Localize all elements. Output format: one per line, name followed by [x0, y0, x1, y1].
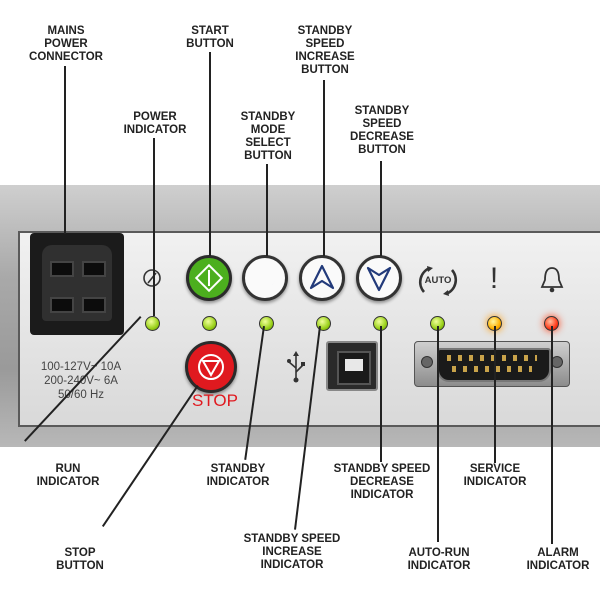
- standby-indicator-led: [259, 316, 274, 331]
- power-indicator-led: [145, 316, 160, 331]
- auto-run-icon: AUTO: [416, 264, 460, 298]
- label-standby-mode-select-button: STANDBY MODE SELECT BUTTON: [240, 111, 296, 162]
- mains-power-socket: [30, 233, 124, 335]
- callout-start-button: [209, 52, 211, 256]
- speed-up-icon: [309, 264, 335, 290]
- label-standby-indicator: STANDBY INDICATOR: [206, 463, 270, 488]
- auto-run-label: AUTO: [424, 275, 452, 286]
- usb-symbol-icon: [287, 351, 305, 383]
- callout-auto-run-indicator: [437, 326, 439, 542]
- label-auto-run-indicator: AUTO-RUN INDICATOR: [407, 547, 471, 572]
- callout-mains-power-connector: [64, 66, 66, 234]
- label-standby-speed-increase-button: STANDBY SPEED INCREASE BUTTON: [295, 25, 355, 76]
- standby-speed-increase-button[interactable]: [299, 255, 345, 301]
- standby-mode-select-button[interactable]: [242, 255, 288, 301]
- label-power-indicator: POWER INDICATOR: [123, 111, 187, 136]
- callout-standby-speed-decrease-button: [380, 161, 382, 256]
- service-exclamation-icon: !: [489, 262, 499, 295]
- power-symbol-icon: [143, 269, 161, 287]
- callout-power-indicator: [153, 138, 155, 316]
- label-standby-speed-decrease-button: STANDBY SPEED DECREASE BUTTON: [350, 105, 414, 156]
- callout-standby-speed-increase-button: [323, 80, 325, 256]
- spec-line-1: 100-127V~ 10A: [40, 361, 122, 373]
- label-run-indicator: RUN INDICATOR: [36, 463, 100, 488]
- alarm-bell-icon: [540, 267, 564, 293]
- usb-port[interactable]: [326, 341, 378, 391]
- callout-standby-mode-select-button: [266, 164, 268, 256]
- callout-alarm-indicator: [551, 326, 553, 544]
- callout-service-indicator: [494, 326, 496, 463]
- label-start-button: START BUTTON: [186, 25, 234, 50]
- start-icon: [194, 263, 224, 293]
- label-service-indicator: SERVICE INDICATOR: [463, 463, 527, 488]
- stop-icon: [198, 354, 224, 380]
- callout-standby-speed-decrease-indicator: [380, 326, 382, 462]
- label-alarm-indicator: ALARM INDICATOR: [526, 547, 590, 572]
- stop-button[interactable]: [185, 341, 237, 393]
- label-mains-power-connector: MAINS POWER CONNECTOR: [29, 25, 103, 63]
- label-standby-speed-increase-indicator: STANDBY SPEED INCREASE INDICATOR: [243, 533, 341, 571]
- label-standby-speed-decrease-indicator: STANDBY SPEED DECREASE INDICATOR: [333, 463, 431, 501]
- standby-moon-icon: [257, 269, 276, 289]
- start-button[interactable]: [186, 255, 232, 301]
- spec-line-3: 50/60 Hz: [57, 389, 105, 401]
- auto-run-serial-connector[interactable]: [414, 341, 570, 387]
- stop-label: STOP: [192, 391, 238, 410]
- label-stop-button: STOP BUTTON: [56, 547, 104, 572]
- run-indicator-led: [202, 316, 217, 331]
- standby-speed-decrease-button[interactable]: [356, 255, 402, 301]
- speed-down-icon: [366, 266, 392, 292]
